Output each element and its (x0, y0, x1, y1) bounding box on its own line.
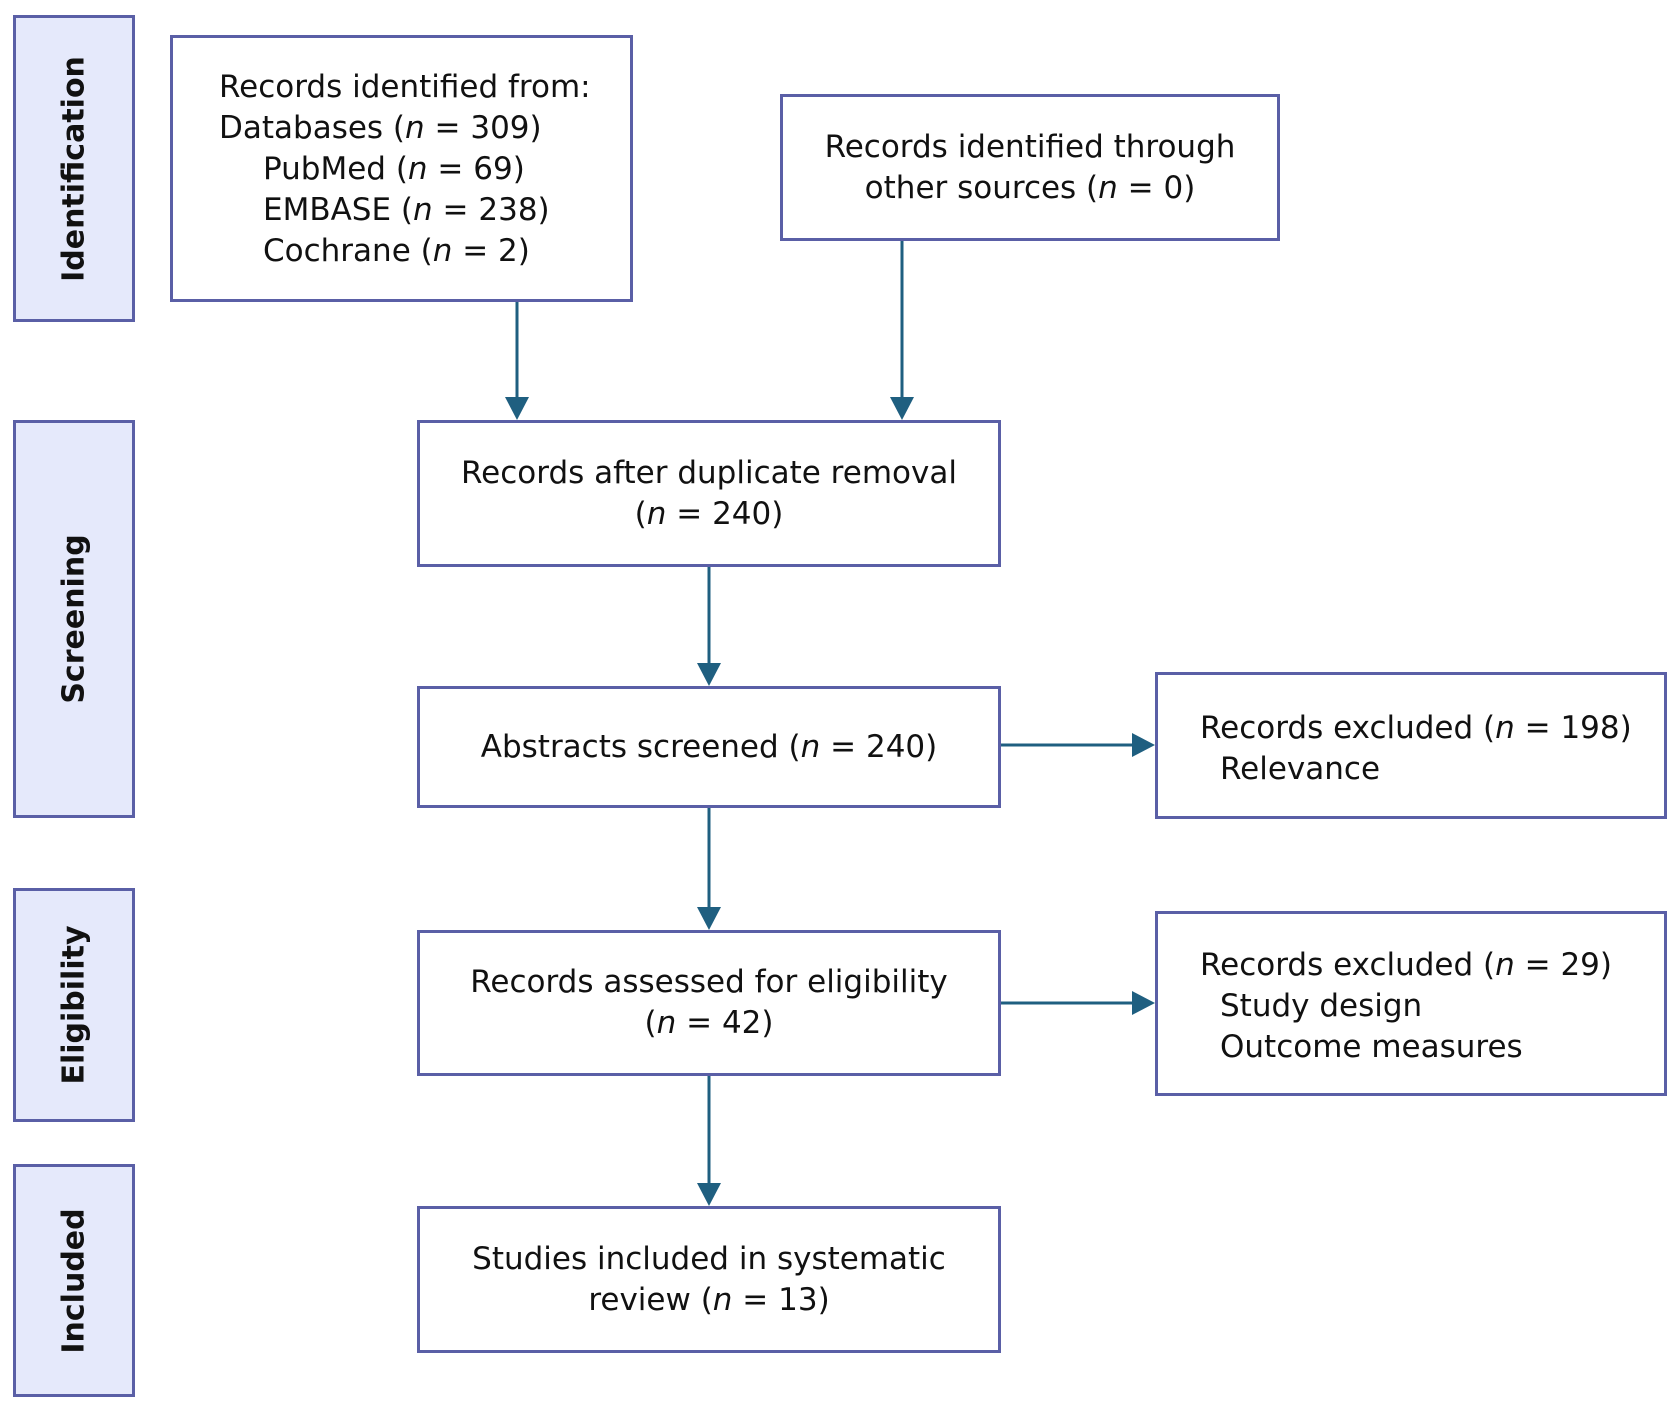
other-sources-line1: Records identified through (824, 128, 1236, 165)
embase-count: EMBASE (n = 238) (263, 192, 550, 228)
other-sources-box: Records identified through other sources… (780, 94, 1280, 241)
eligibility-box: Records assessed for eligibility (n = 42… (417, 930, 1001, 1076)
excluded-abstracts-box: Records excluded (n = 198) Relevance (1155, 672, 1667, 819)
phase-included: Included (13, 1164, 135, 1397)
duplicates-box: Records after duplicate removal (n = 240… (417, 420, 1001, 567)
pubmed-count: PubMed (n = 69) (263, 151, 525, 187)
included-line1: Studies included in systematic (472, 1240, 946, 1277)
arrow-databases-to-duplicates (505, 302, 529, 420)
arrow-eligibility-to-included (697, 1076, 721, 1206)
excluded-reason-relevance: Relevance (1220, 751, 1381, 787)
phase-eligibility: Eligibility (13, 888, 135, 1122)
arrow-eligibility-to-excluded (1001, 991, 1155, 1015)
other-sources-count: other sources (n = 0) (864, 169, 1196, 206)
excluded-eligibility-box: Records excluded (n = 29) Study design O… (1155, 911, 1667, 1096)
eligibility-count: (n = 42) (644, 1005, 774, 1041)
duplicates-count: (n = 240) (634, 495, 784, 532)
arrow-other-to-duplicates (890, 241, 914, 420)
abstracts-count: Abstracts screened (n = 240) (480, 728, 938, 765)
excluded-reason-outcome-measures: Outcome measures (1220, 1029, 1523, 1065)
included-count: review (n = 13) (588, 1281, 830, 1318)
duplicates-line1: Records after duplicate removal (461, 454, 957, 491)
arrow-abstracts-to-excluded (1001, 733, 1155, 757)
abstracts-box: Abstracts screened (n = 240) (417, 686, 1001, 808)
databases-heading: Records identified from: (219, 69, 591, 105)
excluded-reason-study-design: Study design (1220, 988, 1423, 1024)
excluded-abstracts-count: Records excluded (n = 198) (1200, 710, 1632, 746)
arrow-duplicates-to-abstracts (697, 567, 721, 686)
databases-box: Records identified from: Databases (n = … (170, 35, 633, 302)
eligibility-line1: Records assessed for eligibility (470, 964, 948, 1000)
phase-screening: Screening (13, 420, 135, 818)
excluded-eligibility-count: Records excluded (n = 29) (1200, 947, 1613, 983)
arrow-abstracts-to-eligibility (697, 808, 721, 930)
cochrane-count: Cochrane (n = 2) (263, 233, 530, 269)
databases-count: Databases (n = 309) (219, 110, 542, 146)
phase-identification: Identification (13, 15, 135, 322)
included-box: Studies included in systematic review (n… (417, 1206, 1001, 1353)
